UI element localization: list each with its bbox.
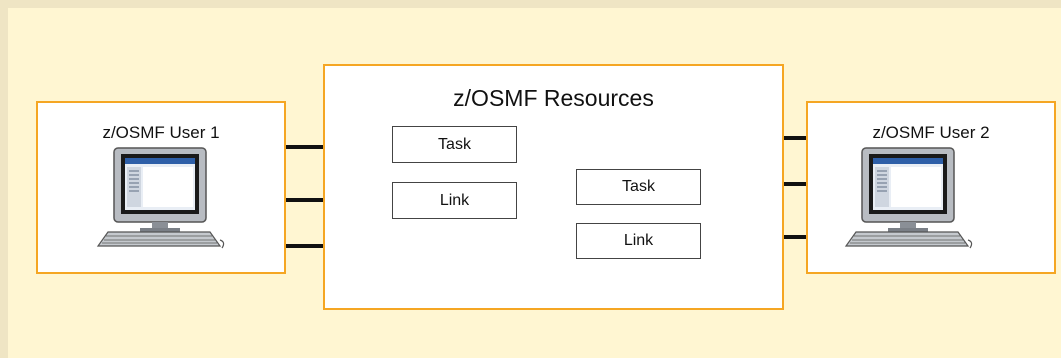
user2-title: z/OSMF User 2 [872,123,990,142]
link-box-1: Link [392,182,517,219]
resources-title: z/OSMF Resources [453,85,654,111]
desktop-computer-icon [96,147,225,249]
desktop-computer-icon [844,147,973,249]
task-box-2: Task [576,169,701,205]
frame-top-edge [0,0,1061,8]
link-box-2: Link [576,223,701,259]
user1-title: z/OSMF User 1 [102,123,220,142]
task-box-1: Task [392,126,517,163]
frame-left-edge [0,0,8,358]
